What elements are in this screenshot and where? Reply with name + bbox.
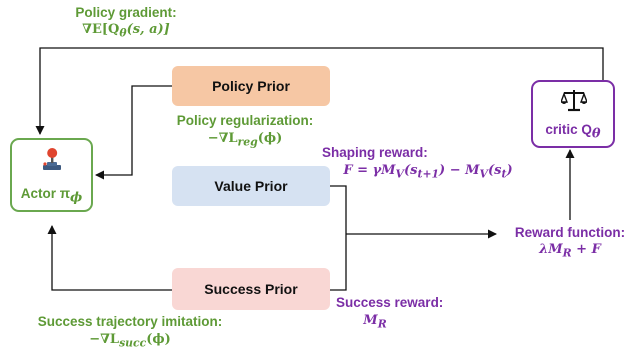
joystick-icon xyxy=(43,148,61,170)
success-imitation-formula-main: −∇L xyxy=(89,332,120,347)
policy-prior-label: Policy Prior xyxy=(212,78,290,94)
policy-gradient-title: Policy gradient: xyxy=(75,5,177,20)
actor-label-sub: ϕ xyxy=(70,190,83,206)
policy-regularization-formula-main: −∇L xyxy=(207,131,238,146)
success-imitation-formula-end: (ϕ) xyxy=(146,332,171,347)
success-imitation-formula-sub: succ xyxy=(119,336,147,350)
shaping-reward-line xyxy=(330,185,347,234)
success-reward-formula: MR xyxy=(363,313,387,331)
policy-regularization-formula: −∇Lreg(ϕ) xyxy=(140,131,350,151)
policy-prior-box: Policy Prior xyxy=(172,66,330,106)
actor-label: Actor πϕ xyxy=(12,186,91,206)
success-imitation-arrow xyxy=(47,225,172,291)
shaping-reward-formula: F = γMV(st+1) − MV(st) xyxy=(343,163,513,181)
policy-regularization-formula-end: (ϕ) xyxy=(257,131,283,146)
critic-label: critic Qθ xyxy=(533,122,613,142)
policy-regularization-formula-sub: reg xyxy=(237,135,258,149)
policy-prior-arrow xyxy=(95,85,172,180)
success-imitation-formula: −∇Lsucc(ϕ) xyxy=(10,332,250,352)
policy-gradient-formula: ∇E[Qθ(s, a)] xyxy=(18,22,234,42)
success-imitation-title: Success trajectory imitation: xyxy=(37,314,223,329)
success-prior-box: Success Prior xyxy=(172,268,330,310)
balance-scale-icon xyxy=(561,90,587,112)
policy-gradient-arrow xyxy=(35,47,604,135)
critic-node: critic Qθ xyxy=(531,80,615,148)
policy-regularization-title: Policy regularization: xyxy=(176,113,314,128)
critic-label-main: critic Q xyxy=(545,122,592,137)
success-reward-line xyxy=(330,234,347,291)
actor-label-main: Actor π xyxy=(20,186,71,201)
reward-function-title: Reward function: xyxy=(514,225,626,240)
success-prior-label: Success Prior xyxy=(204,281,298,297)
value-prior-label: Value Prior xyxy=(214,178,288,194)
actor-node: Actor πϕ xyxy=(10,138,93,212)
reward-function-formula: λMR + F xyxy=(539,242,601,260)
shaping-reward-title: Shaping reward: xyxy=(322,145,428,160)
policy-gradient-formula-end: (s, a)] xyxy=(126,22,170,37)
value-prior-box: Value Prior xyxy=(172,166,330,206)
policy-gradient-formula-main: ∇E[Q xyxy=(82,22,120,37)
success-reward-title: Success reward: xyxy=(336,295,444,310)
policy-gradient-formula-sub: θ xyxy=(119,26,127,40)
critic-label-sub: θ xyxy=(591,126,601,142)
